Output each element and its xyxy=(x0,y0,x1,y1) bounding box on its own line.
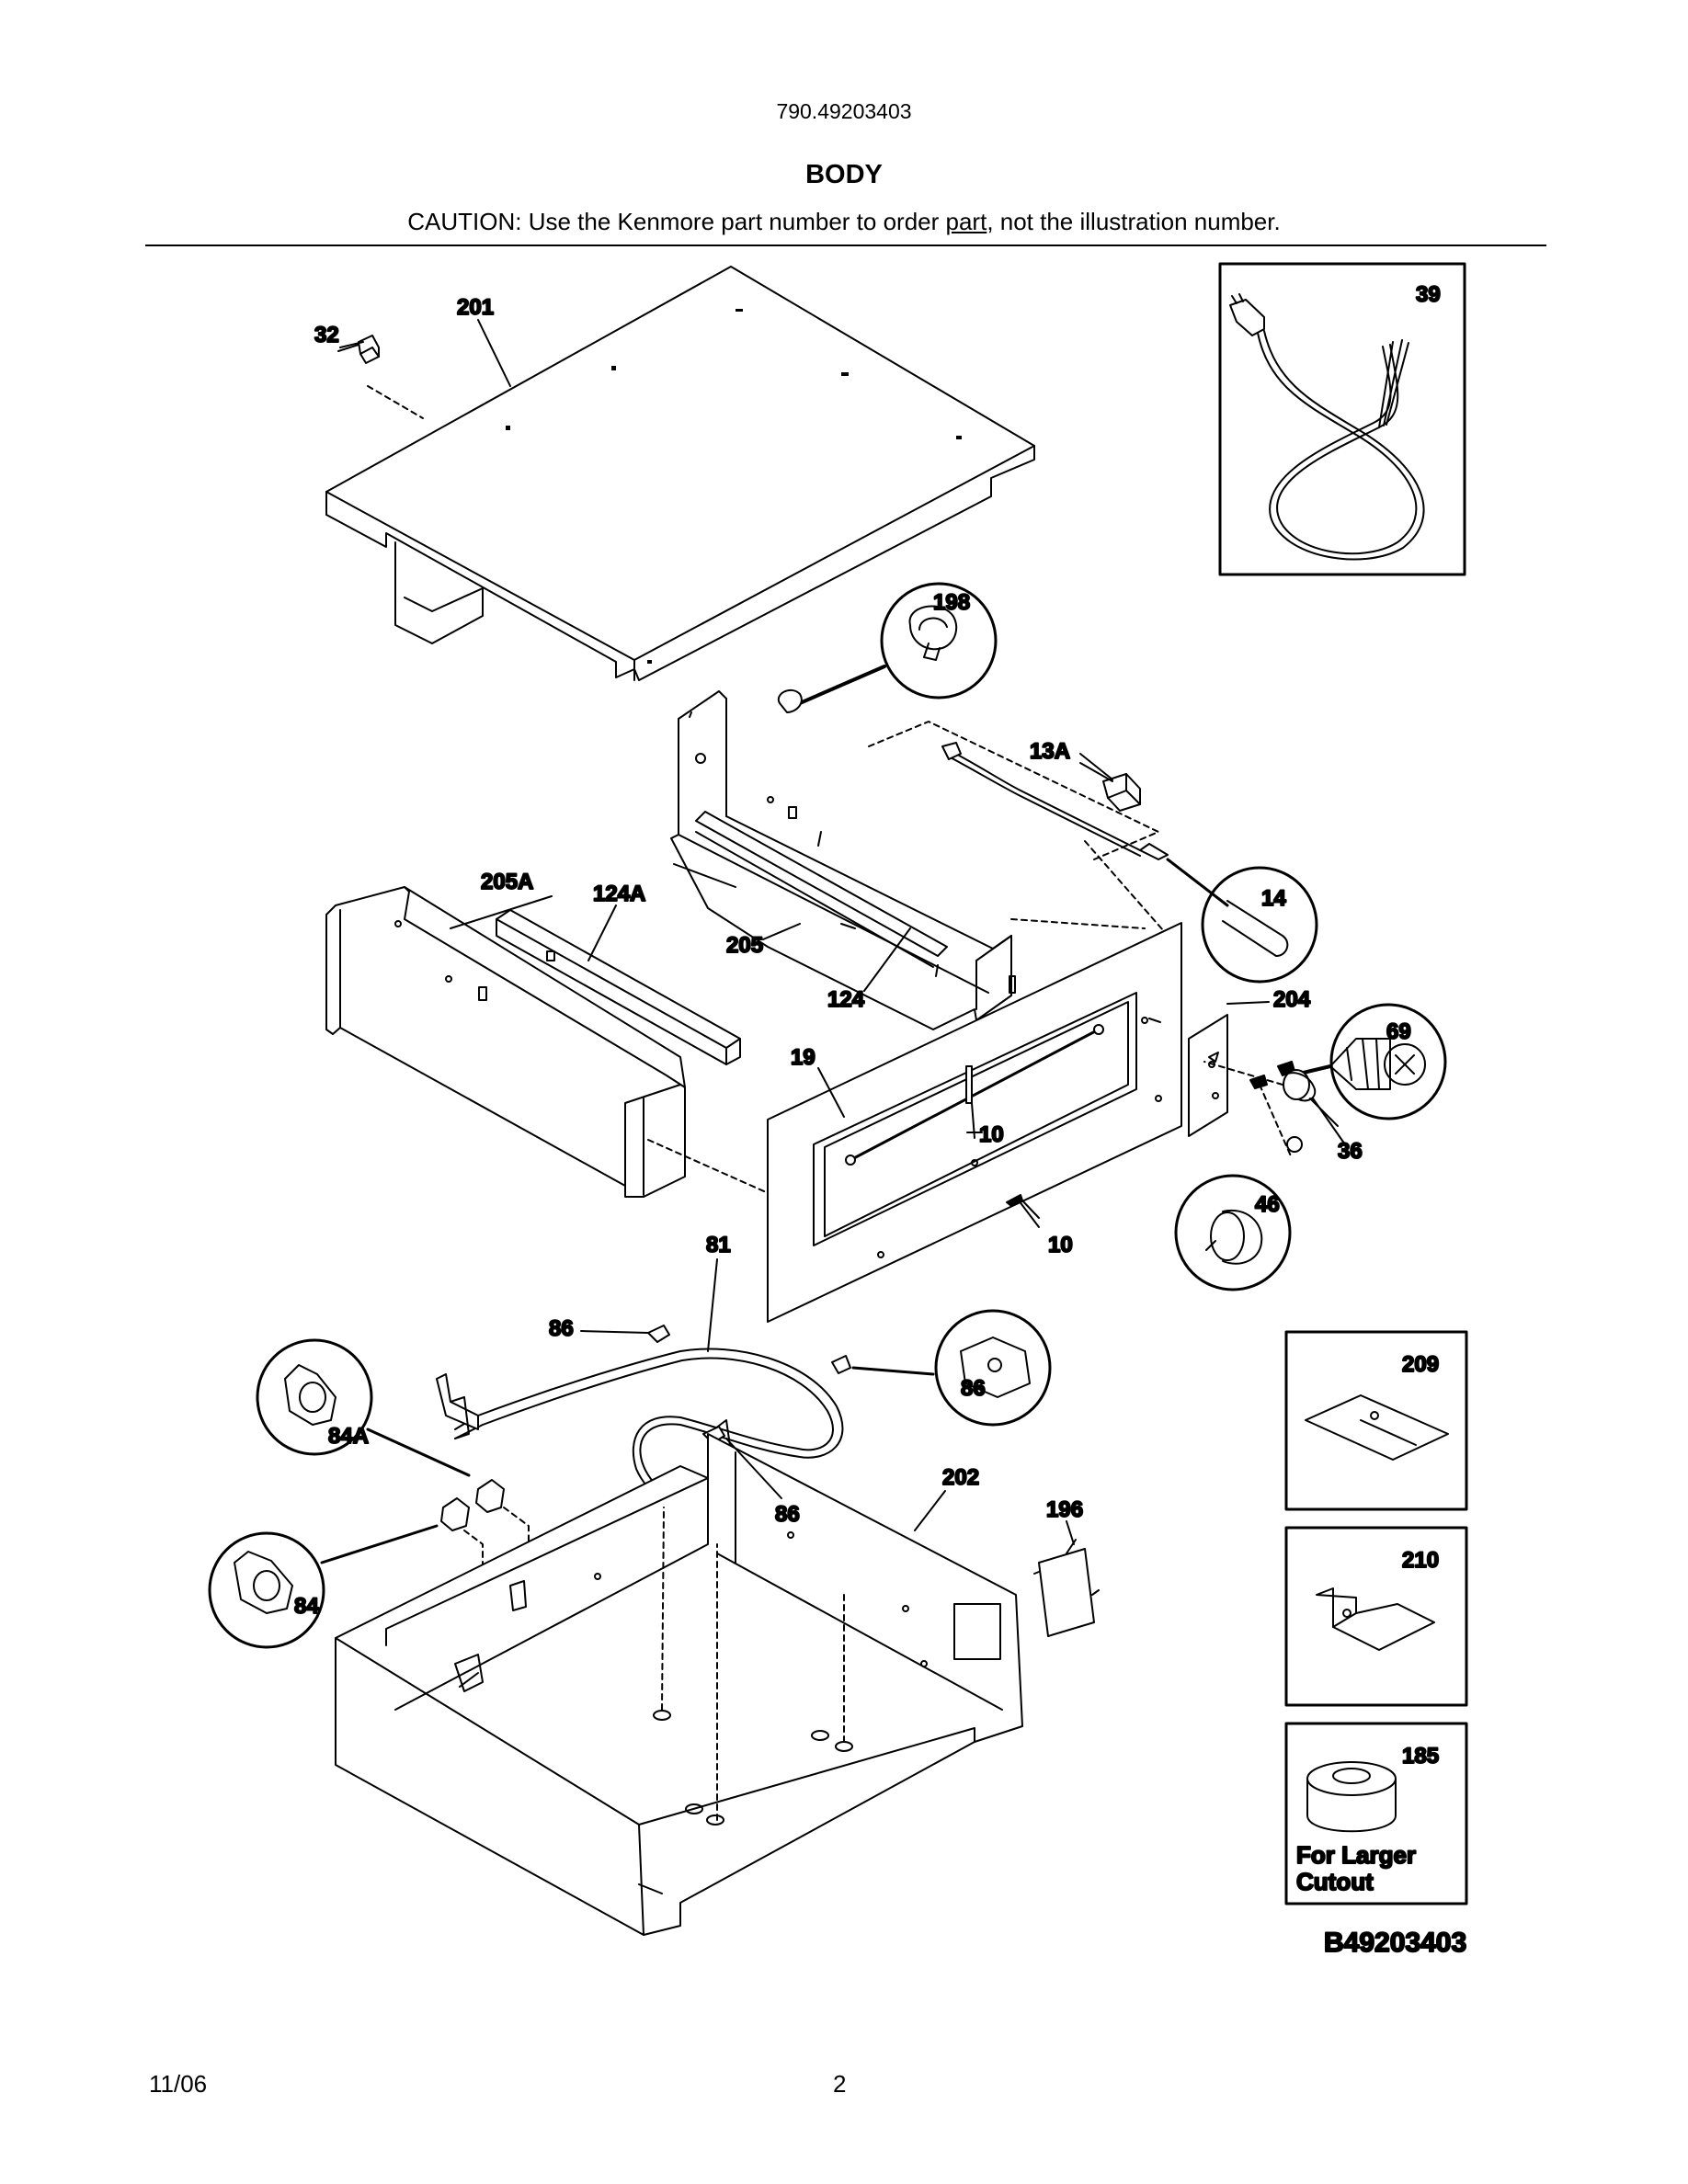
caution-suffix: , not the illustration number. xyxy=(987,208,1281,235)
model-number: 790.49203403 xyxy=(776,99,912,123)
back-panel-part xyxy=(670,690,1016,1030)
clamp-detail-circle xyxy=(798,582,998,705)
callout-205: 205 xyxy=(726,933,763,958)
knob-part xyxy=(1283,1069,1339,1153)
bake-element-part xyxy=(436,1348,844,1530)
callout-81: 81 xyxy=(706,1233,731,1257)
footer-date: 11/06 xyxy=(149,2070,208,2098)
callout-13a: 13A xyxy=(1030,739,1070,764)
oven-bottom-tray-part xyxy=(335,1433,1023,1936)
top-cover-part xyxy=(325,266,1035,681)
bracket-210-box xyxy=(1284,1526,1468,1707)
callout-86-center: 86 xyxy=(775,1502,800,1527)
callout-39: 39 xyxy=(1416,282,1441,307)
power-cord-part xyxy=(1229,293,1425,561)
callout-185: 185 xyxy=(1402,1744,1439,1769)
callout-202: 202 xyxy=(942,1465,979,1490)
sensor-guide-line xyxy=(1010,840,1164,931)
side-panel-part xyxy=(325,886,686,1198)
callout-84: 84 xyxy=(294,1594,319,1619)
cover-plate-part xyxy=(1033,1539,1100,1637)
callout-124: 124 xyxy=(827,987,865,1012)
nut-part xyxy=(337,335,380,364)
thermostat-parts xyxy=(440,1479,505,1531)
front-frame-part xyxy=(767,922,1182,1323)
callout-14: 14 xyxy=(1261,886,1286,911)
callout-10-lower: 10 xyxy=(1048,1233,1073,1257)
pad-185-box xyxy=(1284,1722,1468,1905)
clamp-part xyxy=(777,688,803,713)
thermostat-84a-detail-circle xyxy=(256,1338,471,1477)
screw-detail-circle xyxy=(1290,1003,1447,1120)
control-plate-part xyxy=(1188,1014,1228,1137)
callout-10-upper: 10 xyxy=(979,1122,1004,1147)
callout-198: 198 xyxy=(933,590,970,615)
power-cord-box xyxy=(1218,262,1466,576)
page-number: 2 xyxy=(833,2070,847,2098)
sensor-detail-circle xyxy=(1166,858,1318,984)
tray-guide-line xyxy=(661,1507,845,1821)
clip-part xyxy=(647,1325,851,1444)
wire-harness-part xyxy=(941,742,1169,860)
callout-46: 46 xyxy=(1255,1192,1280,1217)
knob-detail-circle xyxy=(1174,1174,1292,1291)
callout-124a: 124A xyxy=(593,882,645,906)
callout-209: 209 xyxy=(1402,1352,1439,1377)
header-rule xyxy=(145,245,1546,246)
callout-205a: 205A xyxy=(481,870,533,894)
thermostat-84-detail-circle xyxy=(208,1524,439,1649)
callout-196: 196 xyxy=(1046,1497,1083,1522)
diagram-reference: B49203403 xyxy=(1324,1928,1466,1958)
callout-32: 32 xyxy=(314,323,339,347)
bracket-210-part xyxy=(1316,1587,1435,1651)
caution-note: CAUTION: Use the Kenmore part number to … xyxy=(0,208,1688,236)
bracket-209-box xyxy=(1284,1330,1468,1511)
panel-guide-line xyxy=(647,1139,773,1196)
pad-185-part xyxy=(1306,1761,1397,1833)
callout-86-left: 86 xyxy=(549,1316,574,1341)
clip-detail-circle xyxy=(851,1309,1052,1427)
callout-19: 19 xyxy=(791,1045,815,1070)
bracket-209-part xyxy=(1305,1394,1449,1461)
callout-69: 69 xyxy=(1386,1019,1411,1044)
callout-201: 201 xyxy=(457,295,494,320)
leader-lines xyxy=(339,319,1348,1545)
callout-210: 210 xyxy=(1402,1548,1439,1573)
section-title: BODY xyxy=(805,160,883,189)
larger-cutout-note-line2: Cutout xyxy=(1296,1868,1374,1895)
harness-guide-line xyxy=(868,721,1159,860)
callout-204: 204 xyxy=(1273,987,1311,1012)
callout-36: 36 xyxy=(1338,1139,1363,1164)
callout-84a: 84A xyxy=(328,1424,369,1449)
caution-prefix: CAUTION: Use the Kenmore part number to … xyxy=(407,208,946,235)
caution-part-link[interactable]: part xyxy=(945,208,987,235)
callout-86-circle: 86 xyxy=(961,1376,986,1401)
screw-part xyxy=(1006,1194,1040,1219)
larger-cutout-note-line1: For Larger xyxy=(1296,1841,1416,1869)
